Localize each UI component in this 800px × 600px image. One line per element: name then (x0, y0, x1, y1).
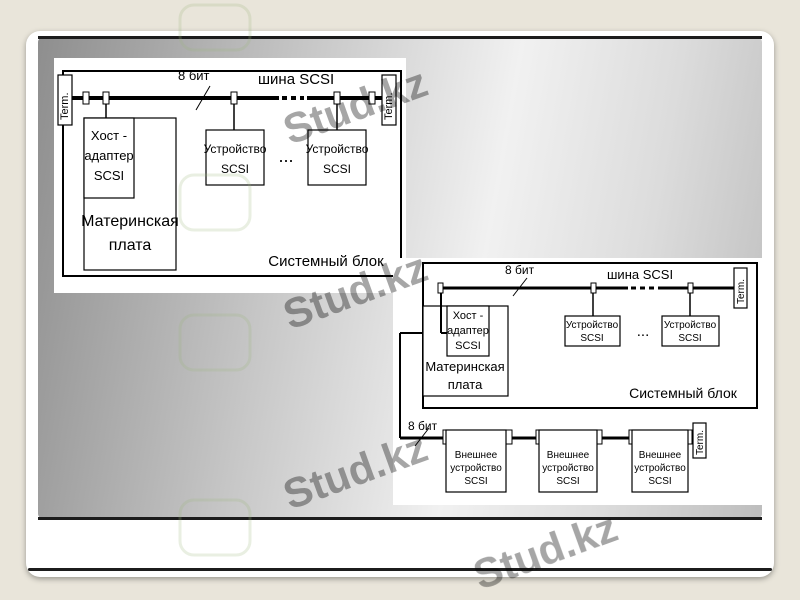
bus-label: шина SCSI (607, 267, 673, 282)
host-adapter-line-3: SCSI (94, 168, 124, 183)
motherboard-line-1: Материнская (425, 359, 504, 374)
terminator-external-label: Term. (695, 430, 706, 455)
terminator-internal (733, 267, 748, 309)
connector-device-a (230, 91, 238, 105)
diagram-external-scsi-svg: 8 бит шина SCSI Term. Хост - адаптер SCS… (399, 262, 758, 493)
bits-marker (195, 85, 211, 111)
device-a-line-2: SCSI (580, 333, 603, 344)
motherboard-line-1: Материнская (81, 213, 179, 230)
bits-internal-marker (512, 277, 528, 297)
device-b-line-2: SCSI (323, 162, 351, 176)
system-unit-label: Системный блок (268, 253, 384, 270)
connector-device-b (687, 282, 694, 294)
devices-ellipsis: ... (637, 323, 650, 340)
ext-device-2-line-3: SCSI (556, 476, 579, 487)
terminator-right-label: Term. (383, 93, 395, 121)
device-a-line-1: Устройство (204, 142, 267, 156)
ext-device-2-line-2: устройство (542, 463, 594, 474)
ext-device-1-box (445, 429, 507, 493)
host-adapter-line-1: Хост - (91, 128, 127, 143)
slide-footer-line (28, 568, 772, 571)
connector-right-end (368, 91, 376, 105)
host-adapter-line-2: адаптер (84, 148, 133, 163)
connector-device-a (590, 282, 597, 294)
connector-left-end (82, 91, 90, 105)
motherboard-line-2: плата (448, 377, 483, 392)
terminator-external (692, 422, 707, 459)
terminator-left-label: Term. (59, 93, 71, 121)
diagram-internal-scsi: Term. Term. 8 бит шина SCSI Хост - адапт… (54, 58, 406, 293)
device-a-line-1: Устройство (566, 320, 619, 331)
device-a-box (205, 129, 265, 186)
device-a-line-2: SCSI (221, 162, 249, 176)
devices-ellipsis: ... (278, 146, 293, 166)
ext-device-3-line-2: устройство (634, 463, 686, 474)
ext-device-1-line-2: устройство (450, 463, 502, 474)
panel-top-border (38, 36, 762, 39)
bits-external-marker (414, 427, 430, 447)
connector-device-b (333, 91, 341, 105)
terminator-internal-label: Term. (736, 279, 747, 304)
bits-external-label: 8 бит (408, 419, 438, 433)
host-adapter-box (83, 117, 135, 199)
host-adapter-box (446, 305, 490, 357)
ext-device-3-line-3: SCSI (648, 476, 671, 487)
ext-device-3-line-1: Внешнее (639, 450, 682, 461)
connector-host (102, 91, 110, 105)
motherboard-line-2: плата (109, 237, 152, 254)
bits-internal-label: 8 бит (505, 263, 535, 277)
host-adapter-line-2: адаптер (447, 325, 489, 337)
ext-device-1-line-3: SCSI (464, 476, 487, 487)
host-adapter-line-3: SCSI (455, 340, 481, 352)
system-unit-label: Системный блок (629, 385, 738, 401)
device-b-line-1: Устройство (664, 320, 717, 331)
device-b-box (661, 315, 720, 347)
ext-device-3-box (631, 429, 689, 493)
diagram-internal-scsi-svg: Term. Term. 8 бит шина SCSI Хост - адапт… (57, 68, 402, 277)
system-unit-box (62, 70, 402, 277)
panel-bottom-border (38, 517, 762, 520)
host-adapter-line-1: Хост - (453, 310, 484, 322)
device-b-line-2: SCSI (678, 333, 701, 344)
diagram-external-scsi: 8 бит шина SCSI Term. Хост - адаптер SCS… (393, 258, 762, 505)
connector-host (437, 282, 444, 294)
bus-label: шина SCSI (258, 71, 334, 88)
device-b-line-1: Устройство (306, 142, 369, 156)
ext-device-2-box (538, 429, 598, 493)
ext-device-2-line-1: Внешнее (547, 450, 590, 461)
bits-label: 8 бит (178, 68, 210, 83)
device-a-box (564, 315, 621, 347)
device-b-box (307, 129, 367, 186)
ext-device-1-line-1: Внешнее (455, 450, 498, 461)
